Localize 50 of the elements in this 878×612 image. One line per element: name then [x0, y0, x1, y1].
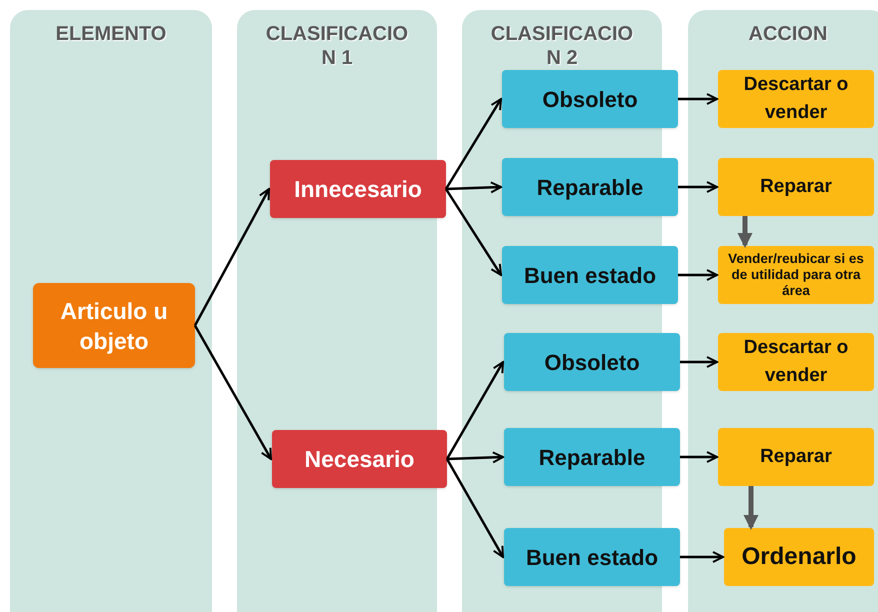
- box-label: Innecesario: [294, 174, 422, 204]
- column-heading: ELEMENTO: [54, 22, 168, 46]
- action-box: [724, 528, 874, 586]
- arrow: [446, 451, 504, 464]
- arrow: [444, 98, 502, 190]
- arrow: [446, 181, 502, 194]
- box-label: Reparable: [536, 174, 644, 202]
- action-box: [718, 158, 874, 216]
- box-label: Necesario: [304, 444, 414, 474]
- process-box: [33, 283, 195, 368]
- arrow: [446, 361, 504, 460]
- arrow: [744, 486, 758, 530]
- arrow: [446, 458, 504, 558]
- box-label: Descartar o vender: [742, 73, 850, 125]
- column-heading: CLASIFICACIO N 1: [264, 22, 410, 70]
- arrow: [194, 324, 272, 460]
- arrow: [444, 188, 502, 276]
- box-label: Reparable: [538, 444, 646, 472]
- box-label: Reparar: [760, 445, 832, 469]
- action-box: [718, 333, 874, 391]
- box-label: Buen estado: [526, 544, 658, 572]
- process-box: [272, 430, 447, 488]
- action-box: [718, 428, 874, 486]
- column-heading: ACCION: [748, 22, 828, 46]
- arrow: [678, 93, 718, 105]
- arrow: [194, 188, 270, 326]
- process-box: [502, 246, 678, 304]
- process-box: [270, 160, 446, 218]
- action-box: [718, 246, 874, 304]
- box-label: Buen estado: [524, 262, 656, 290]
- arrow: [678, 181, 718, 193]
- arrow: [680, 451, 718, 463]
- action-box: [718, 70, 874, 128]
- column-heading: CLASIFICACIO N 2: [490, 22, 634, 70]
- arrow: [680, 551, 724, 563]
- box-label: Reparar: [760, 175, 832, 199]
- box-label: Descartar o vender: [742, 336, 850, 388]
- process-box: [504, 528, 680, 586]
- arrow: [678, 269, 718, 281]
- box-label: Obsoleto: [542, 86, 638, 114]
- box-label: Vender/reubicar si es de utilidad para otra área: [727, 251, 865, 299]
- box-label: Ordenarlo: [742, 542, 856, 572]
- process-box: [502, 70, 678, 128]
- process-box: [504, 333, 680, 391]
- box-label: Articulo u objeto: [59, 296, 169, 356]
- arrow: [738, 216, 752, 248]
- process-box: [504, 428, 680, 486]
- arrow: [680, 356, 718, 368]
- process-box: [502, 158, 678, 216]
- box-label: Obsoleto: [544, 348, 640, 376]
